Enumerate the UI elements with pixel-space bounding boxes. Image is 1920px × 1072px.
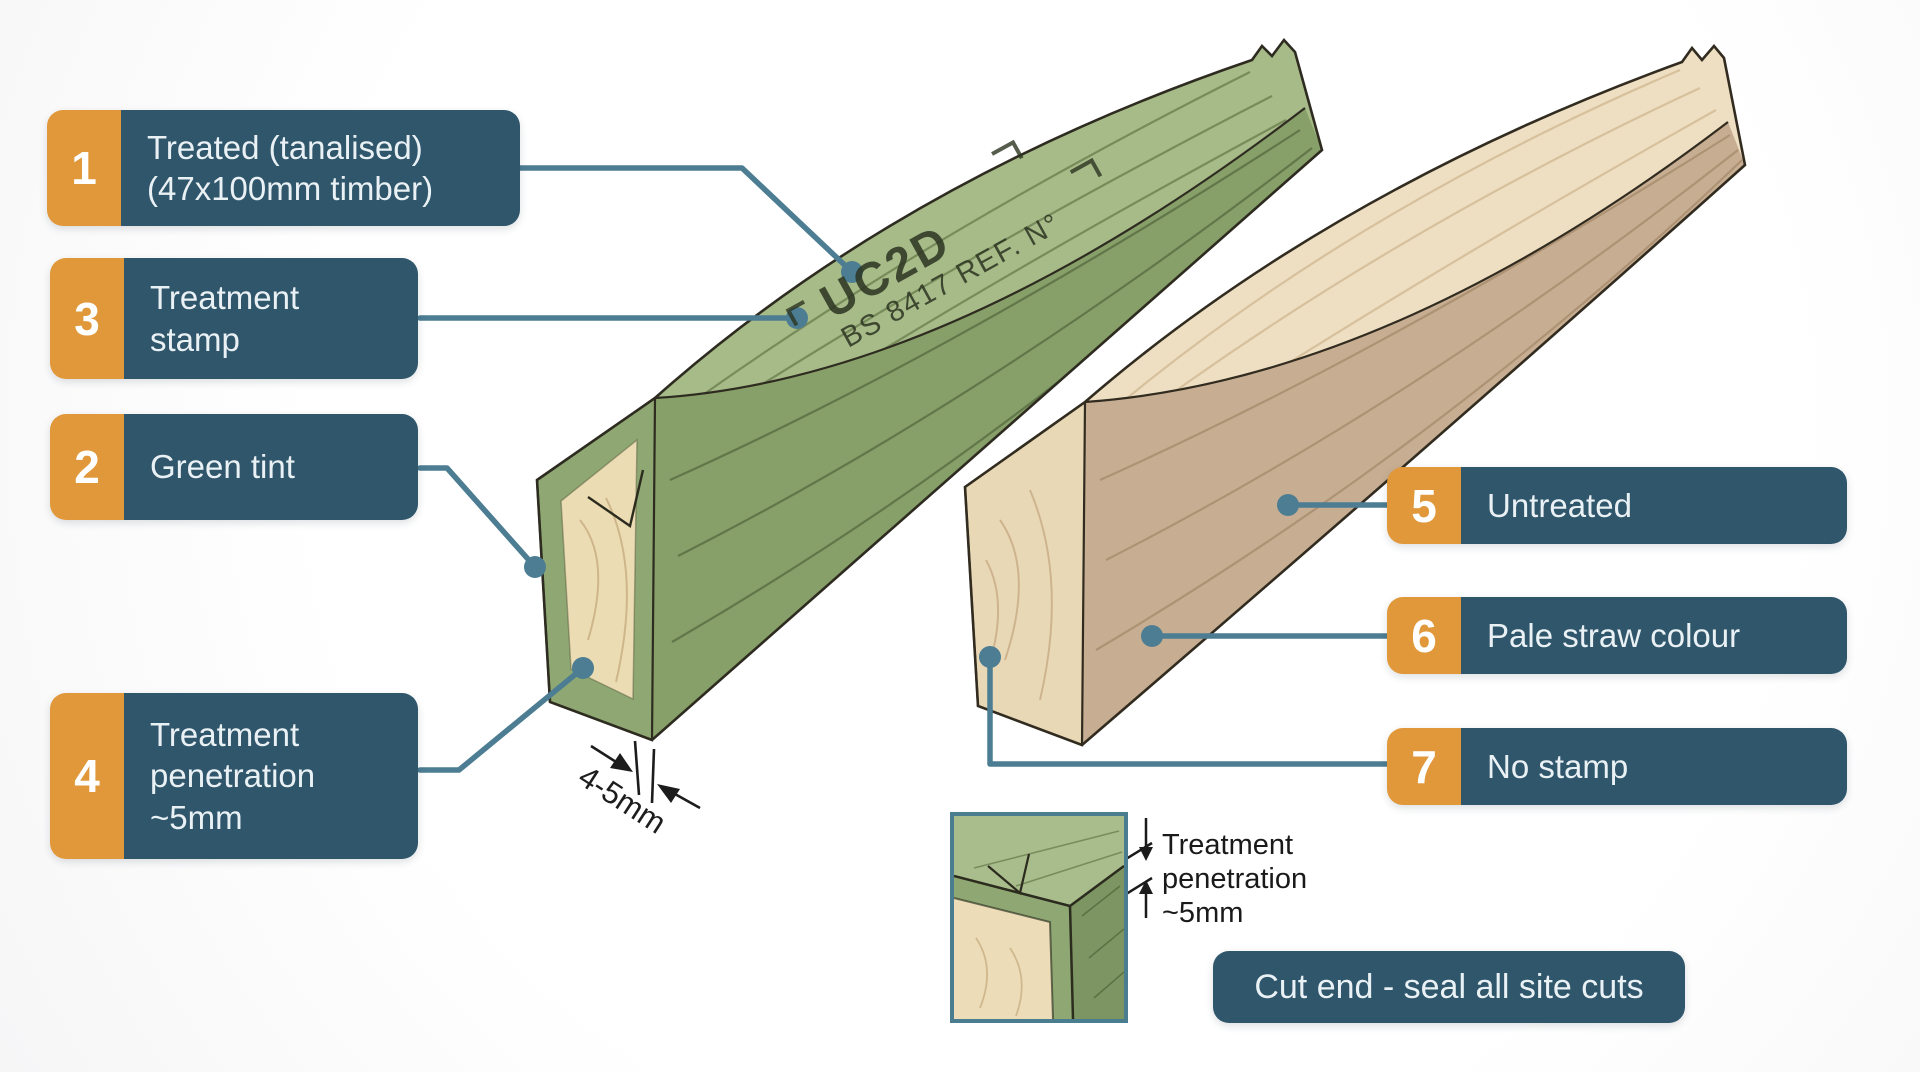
callout-pale-straw-colour: 6 Pale straw colour: [1387, 597, 1847, 674]
callout-number: 1: [47, 110, 121, 226]
callout-text: Treatment stamp: [150, 279, 300, 358]
callout-green-tint: 2 Green tint: [50, 414, 418, 520]
callout-number: 5: [1387, 467, 1461, 544]
leader-dot-1: [841, 261, 863, 283]
leader-dot-7: [979, 646, 1001, 668]
leader-dot-6: [1141, 625, 1163, 647]
callout-number: 7: [1387, 728, 1461, 805]
untreated-side-grain: [1095, 134, 1743, 651]
dimension-marks: [590, 740, 701, 810]
treated-beam-illustration: [535, 37, 1324, 742]
callout-treatment-penetration: 4 Treatment penetration ~5mm: [50, 693, 418, 859]
callout-text: Green tint: [150, 448, 295, 486]
callout-treatment-stamp: 3 Treatment stamp: [50, 258, 418, 379]
wood-splinter-mark: [987, 853, 1031, 896]
leader-line-1: [517, 165, 855, 275]
callout-text: Untreated: [1487, 486, 1632, 524]
callout-text: Treated (tanalised) (47x100mm timber): [147, 128, 434, 207]
leader-lines: [417, 165, 1391, 773]
cut-end-badge-label: Cut end - seal all site cuts: [1254, 967, 1644, 1006]
dimension-tick-right: [650, 748, 656, 804]
callout-number: 6: [1387, 597, 1461, 674]
callout-text: No stamp: [1487, 747, 1629, 785]
cut-end-inset: [950, 812, 1128, 1023]
dimension-tick-left: [633, 740, 641, 796]
leader-line-7: [987, 654, 1391, 767]
inset-caption: Treatment penetration ~5mm: [1162, 829, 1308, 929]
callout-no-stamp: 7 No stamp: [1387, 728, 1847, 805]
wood-splinter-mark: [587, 469, 645, 528]
leader-line-2: [417, 465, 538, 570]
leader-dot-4: [572, 657, 594, 679]
callout-text: Pale straw colour: [1487, 616, 1741, 654]
leader-dot-3: [786, 307, 808, 329]
cut-end-badge: Cut end - seal all site cuts: [1213, 951, 1685, 1023]
cut-end-closeup: [954, 816, 1124, 1019]
leader-line-4: [417, 665, 586, 773]
leader-dot-2: [524, 556, 546, 578]
leader-dot-5: [1277, 494, 1299, 516]
callout-number: 3: [50, 258, 124, 379]
callout-number: 4: [50, 693, 124, 859]
callout-untreated: 5 Untreated: [1387, 467, 1847, 544]
callout-number: 2: [50, 414, 124, 520]
callout-text: Treatment penetration ~5mm: [150, 716, 316, 836]
callout-treated: 1 Treated (tanalised) (47x100mm timber): [47, 110, 520, 226]
